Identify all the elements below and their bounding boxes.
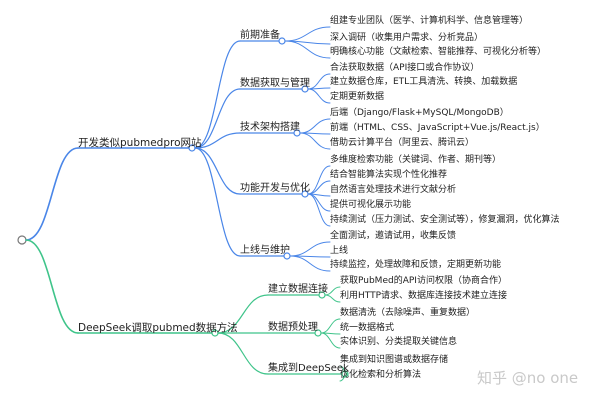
leaf-connector bbox=[307, 73, 331, 90]
leaf-label: 后端（Django/Flask+MySQL/MongoDB） bbox=[330, 108, 509, 118]
leaf-label: 合法获取数据（API接口或合作协议） bbox=[330, 63, 480, 73]
leaf-label: 建立数据仓库，ETL工具清洗、转换、加载数据 bbox=[330, 77, 518, 87]
leaf-label: 定期更新数据 bbox=[330, 92, 385, 102]
leaf-connector bbox=[284, 40, 331, 59]
leaf-label: 优化检索和分析算法 bbox=[340, 370, 422, 380]
child-label: 数据预处理 bbox=[268, 322, 318, 333]
child-label: 数据获取与管理 bbox=[240, 78, 310, 89]
child-label: 前期准备 bbox=[240, 30, 280, 41]
leaf-connector bbox=[307, 193, 331, 227]
leaf-label: 前端（HTML、CSS、JavaScript+Vue.js/React.js） bbox=[330, 123, 545, 133]
leaf-connector bbox=[307, 165, 331, 195]
leaf-connector bbox=[320, 318, 341, 334]
leaf-connector bbox=[307, 193, 331, 212]
leaf-label: 多维度检索功能（关键词、作者、期刊等） bbox=[330, 155, 502, 165]
branch-connector bbox=[25, 239, 79, 334]
watermark: 知乎 @no one bbox=[477, 369, 579, 387]
leaf-connector bbox=[320, 332, 341, 349]
branch-label: DeepSeek调取pubmed数据方法 bbox=[78, 322, 238, 334]
leaf-connector bbox=[289, 255, 331, 272]
leaf-label: 提供可视化展示功能 bbox=[330, 200, 412, 210]
child-connector bbox=[194, 88, 241, 149]
leaf-label: 全面测试，邀请试用，收集反馈 bbox=[330, 231, 457, 241]
leaf-label: 利用HTTP请求、数据库连接技术建立连接 bbox=[340, 291, 508, 301]
leaf-connector bbox=[307, 180, 331, 195]
leaf-connector bbox=[339, 373, 349, 382]
root-node[interactable] bbox=[17, 235, 27, 245]
leaf-connector bbox=[289, 241, 331, 257]
child-connector bbox=[194, 147, 241, 195]
child-label: 建立数据连接 bbox=[268, 284, 328, 295]
leaf-connector bbox=[299, 132, 331, 150]
leaf-label: 自然语言处理技术进行文献分析 bbox=[330, 185, 457, 195]
leaf-connector bbox=[299, 118, 331, 134]
leaf-label: 持续测试（压力测试、安全测试等），修复漏洞，优化算法 bbox=[330, 215, 560, 225]
branch-connector bbox=[25, 147, 79, 241]
leaf-label: 结合智能算法实现个性化推荐 bbox=[330, 170, 448, 180]
leaf-connector bbox=[284, 26, 331, 42]
leaf-label: 组建专业团队（医学、计算机科学、信息管理等） bbox=[330, 16, 529, 26]
leaf-label: 集成到知识图谱或数据存储 bbox=[340, 355, 449, 365]
leaf-label: 上线 bbox=[330, 246, 349, 256]
child-label: 上线与维护 bbox=[240, 245, 290, 256]
leaf-label: 持续监控，处理故障和反馈，定期更新功能 bbox=[330, 260, 502, 270]
child-label: 技术架构搭建 bbox=[240, 122, 300, 133]
leaf-label: 数据清洗（去除噪声、重复数据） bbox=[340, 308, 476, 318]
leaf-connector bbox=[307, 88, 331, 104]
child-label: 功能开发与优化 bbox=[240, 183, 310, 194]
leaf-label: 统一数据格式 bbox=[340, 323, 395, 333]
child-connector bbox=[217, 294, 269, 334]
child-label: 集成到DeepSeek bbox=[268, 363, 349, 374]
child-connector bbox=[194, 40, 241, 149]
leaf-connector bbox=[324, 294, 341, 303]
child-connector bbox=[194, 132, 241, 149]
branch-label: 开发类似pubmedpro网站 bbox=[78, 137, 202, 149]
leaf-label: 获取PubMed的API访问权限（协商合作） bbox=[340, 276, 507, 286]
child-connector bbox=[194, 147, 241, 257]
leaf-label: 实体识别、分类提取关键信息 bbox=[340, 337, 458, 347]
leaf-label: 借助云计算平台（阿里云、腾讯云） bbox=[330, 138, 475, 148]
leaf-label: 明确核心功能（文献检索、智能推荐、可视化分析等） bbox=[330, 47, 547, 57]
child-connector bbox=[217, 332, 269, 375]
leaf-label: 深入调研（收集用户需求、分析竞品） bbox=[330, 33, 484, 43]
